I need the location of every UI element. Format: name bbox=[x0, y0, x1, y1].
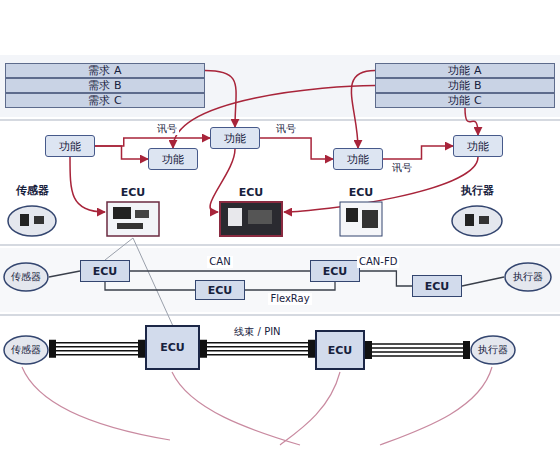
ecu-box: ECU bbox=[412, 275, 462, 297]
device-illustration: 传感器 bbox=[6, 184, 58, 238]
separator-line bbox=[0, 314, 560, 316]
node-label: 需求 C bbox=[88, 93, 121, 108]
function-box: 功能 bbox=[333, 148, 383, 170]
signal-label: 讯号 bbox=[390, 162, 414, 174]
node-label: ECU bbox=[323, 265, 348, 278]
device-circle: 执行器 bbox=[504, 262, 552, 292]
wire-bundle bbox=[49, 340, 145, 358]
node-label: 功能 bbox=[59, 139, 81, 154]
node-label: ECU bbox=[336, 186, 386, 199]
separator-line bbox=[0, 244, 560, 246]
function-box: 功能 bbox=[210, 127, 260, 149]
node-label: ECU bbox=[160, 341, 185, 354]
table-row: 需求 C bbox=[5, 93, 205, 108]
trace-curve bbox=[280, 372, 340, 445]
trace-arrow bbox=[351, 71, 375, 149]
bus-line bbox=[49, 271, 80, 277]
node-label: 需求 A bbox=[88, 63, 121, 78]
signal-label: CAN-FD bbox=[357, 256, 399, 268]
device-illustration: 执行器 bbox=[450, 184, 504, 238]
wire-bundle bbox=[365, 341, 470, 359]
trace-arrow bbox=[260, 138, 333, 159]
bus-line bbox=[105, 282, 195, 290]
function-box: 功能 bbox=[45, 135, 95, 157]
node-label: 传感器 bbox=[11, 343, 41, 357]
node-label: ECU bbox=[328, 344, 353, 357]
device-illustration: ECU bbox=[105, 186, 161, 238]
trace-arrow bbox=[95, 138, 210, 146]
device-circle: 执行器 bbox=[470, 335, 516, 365]
node-label: 功能 A bbox=[448, 63, 481, 78]
node-label: 功能 bbox=[224, 131, 246, 146]
trace-curve bbox=[172, 372, 300, 445]
signal-label: 线束 / PIN bbox=[232, 326, 282, 338]
signal-label: 讯号 bbox=[274, 123, 298, 135]
node-label: ECU bbox=[93, 265, 118, 278]
node-label: ECU bbox=[425, 280, 450, 293]
trace-curve bbox=[22, 367, 170, 440]
bus-line bbox=[360, 271, 412, 286]
ecu-box: ECU bbox=[195, 280, 245, 300]
trace-curve bbox=[380, 367, 492, 445]
node-label: 传感器 bbox=[6, 184, 58, 197]
trace-arrow bbox=[205, 71, 236, 128]
signal-label: CAN bbox=[207, 256, 232, 268]
node-label: 执行器 bbox=[478, 343, 508, 357]
node-label: 执行器 bbox=[450, 184, 504, 197]
node-label: 传感器 bbox=[11, 270, 41, 284]
function-box: 功能 bbox=[453, 135, 503, 157]
trace-arrow bbox=[95, 146, 148, 159]
band bbox=[0, 248, 560, 312]
device-circle: 传感器 bbox=[3, 335, 49, 365]
device-illustration: ECU bbox=[218, 186, 284, 238]
trace-arrow bbox=[465, 108, 478, 135]
separator-line bbox=[0, 119, 560, 121]
node-label: 功能 bbox=[347, 152, 369, 167]
table-row: 功能 C bbox=[375, 93, 555, 108]
signal-label: 讯号 bbox=[155, 123, 179, 135]
ecu-box: ECU bbox=[80, 260, 130, 282]
node-label: 功能 bbox=[162, 152, 184, 167]
node-label: 功能 C bbox=[448, 93, 481, 108]
device-circle: 传感器 bbox=[3, 262, 49, 292]
table-row: 功能 A bbox=[375, 63, 555, 78]
band bbox=[0, 55, 560, 117]
bus-line bbox=[133, 238, 173, 325]
trace-arrow bbox=[70, 157, 105, 212]
function-box: 功能 bbox=[148, 148, 198, 170]
node-label: ECU bbox=[208, 284, 233, 297]
ecu-box: ECU bbox=[145, 325, 200, 370]
node-label: 执行器 bbox=[513, 270, 543, 284]
signal-label: FlexRay bbox=[268, 293, 311, 305]
node-label: 功能 bbox=[467, 139, 489, 154]
ecu-box: ECU bbox=[310, 260, 360, 282]
table-row: 功能 B bbox=[375, 78, 555, 93]
bus-line bbox=[105, 238, 133, 260]
bus-line bbox=[245, 282, 335, 290]
node-label: ECU bbox=[105, 186, 161, 199]
bus-line bbox=[130, 270, 310, 271]
ecu-box: ECU bbox=[315, 330, 365, 370]
node-label: 需求 B bbox=[88, 78, 121, 93]
device-illustration: ECU bbox=[336, 186, 386, 238]
node-label: 功能 B bbox=[448, 78, 481, 93]
trace-arrow bbox=[383, 146, 453, 159]
table-row: 需求 A bbox=[5, 63, 205, 78]
node-label: ECU bbox=[218, 186, 284, 199]
wire-bundle bbox=[200, 340, 315, 358]
table-row: 需求 B bbox=[5, 78, 205, 93]
bus-line bbox=[462, 277, 504, 286]
